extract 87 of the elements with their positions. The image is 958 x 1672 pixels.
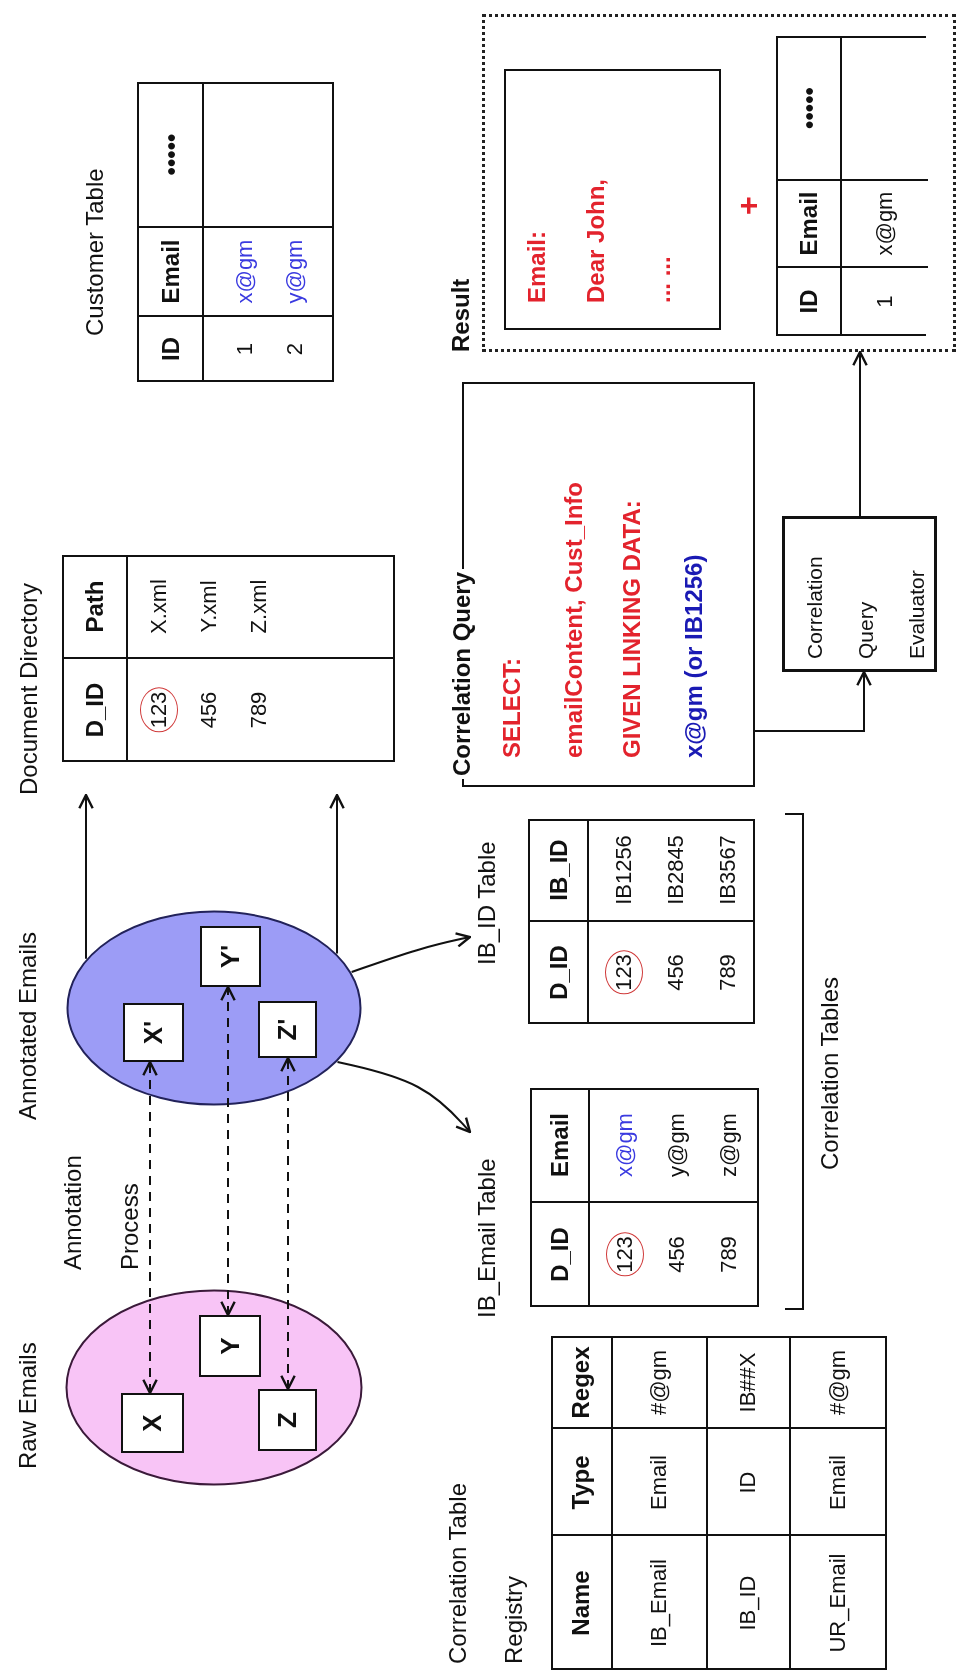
document-box bbox=[258, 1001, 317, 1058]
table-value: Email bbox=[644, 1455, 672, 1510]
table-value: IB2845 bbox=[662, 835, 689, 905]
arrow bbox=[329, 793, 345, 955]
table-value: Z.xml bbox=[245, 579, 272, 634]
table-value: 1 bbox=[231, 342, 258, 356]
arrow bbox=[336, 1061, 472, 1134]
arrow bbox=[852, 350, 868, 517]
table-value: y@gm bbox=[663, 1113, 690, 1177]
group-heading: Raw Emails bbox=[14, 1342, 42, 1469]
document-box bbox=[123, 1003, 184, 1062]
table-value: UR_Email bbox=[824, 1553, 851, 1653]
process-label: Correlation Query Evaluator bbox=[802, 555, 929, 659]
document-box bbox=[200, 926, 261, 987]
table-value: IB1256 bbox=[610, 835, 637, 905]
column-header: ••••• bbox=[795, 87, 823, 129]
group-heading: Annotated Emails bbox=[14, 931, 42, 1120]
column-header: Email bbox=[795, 191, 823, 256]
table-title: IB_Email Table bbox=[472, 1158, 501, 1318]
dashed-arrow bbox=[280, 1056, 296, 1391]
document-box bbox=[199, 1315, 261, 1377]
box-label: Z bbox=[272, 1412, 303, 1428]
table-value: #@gm bbox=[824, 1349, 851, 1416]
dashed-arrow bbox=[220, 985, 236, 1317]
box-label: Z' bbox=[272, 1018, 303, 1041]
table-value: 1 bbox=[871, 295, 898, 308]
table-value: X.xml bbox=[145, 579, 172, 634]
column-header: D_ID bbox=[546, 1227, 574, 1282]
arrow bbox=[78, 793, 94, 960]
column-header: IB_ID bbox=[544, 839, 573, 901]
table-value: #@gm bbox=[644, 1349, 672, 1416]
column-header: D_ID bbox=[544, 945, 573, 1000]
table-value: x@gm bbox=[231, 239, 258, 304]
column-header: D_ID bbox=[81, 682, 109, 738]
box-label: X' bbox=[138, 1020, 169, 1045]
column-header: Path bbox=[81, 580, 109, 633]
table-value: IB_ID bbox=[733, 1575, 761, 1631]
query-line: SELECT: bbox=[497, 658, 526, 758]
email-line: ... ... bbox=[647, 256, 676, 303]
query-line: GIVEN LINKING DATA: bbox=[617, 500, 646, 758]
dashed-arrow bbox=[142, 1060, 158, 1395]
table-value: 2 bbox=[281, 342, 308, 356]
email-card bbox=[504, 69, 721, 330]
table-value: 456 bbox=[662, 954, 689, 991]
document-box bbox=[258, 1389, 317, 1451]
document-box bbox=[121, 1393, 184, 1453]
box-label: X bbox=[137, 1414, 168, 1432]
table-title: Customer Table bbox=[80, 168, 109, 336]
column-header: ID bbox=[795, 289, 823, 314]
column-header: Email bbox=[156, 239, 185, 304]
query-line: x@gm (or IB1256) bbox=[679, 554, 708, 758]
query-line: emailContent, Cust_Info bbox=[559, 482, 588, 758]
column-header: Regex bbox=[567, 1346, 595, 1419]
column-header: ••••• bbox=[156, 133, 185, 176]
table-value: IB_Email bbox=[644, 1559, 672, 1647]
column-header: Type bbox=[567, 1455, 595, 1510]
column-header: Email bbox=[546, 1113, 574, 1177]
table-value: Email bbox=[824, 1455, 851, 1510]
table-value: ID bbox=[733, 1471, 761, 1494]
box-label: Y' bbox=[215, 944, 246, 969]
table-value: 456 bbox=[663, 1236, 690, 1273]
email-line: Email: bbox=[522, 230, 551, 303]
table-value: x@gm bbox=[611, 1113, 638, 1177]
column-header: Name bbox=[567, 1570, 595, 1636]
table-value: x@gm bbox=[871, 191, 898, 256]
plus-sign: + bbox=[729, 196, 767, 215]
table-value: 789 bbox=[245, 691, 272, 729]
table-title: IB_ID Table bbox=[472, 841, 501, 965]
table-value: z@gm bbox=[715, 1113, 742, 1177]
table-value: 789 bbox=[715, 1236, 742, 1273]
column-header: ID bbox=[156, 337, 185, 361]
table-value: Y.xml bbox=[195, 580, 222, 633]
arrow bbox=[754, 670, 872, 732]
email-line: Dear John, bbox=[581, 178, 610, 303]
table-title: Correlation Table Registry bbox=[443, 1482, 528, 1664]
table-value: y@gm bbox=[281, 239, 308, 304]
bracket-label: Correlation Tables bbox=[815, 977, 844, 1170]
process-box bbox=[782, 516, 937, 672]
table-value: IB3567 bbox=[714, 835, 741, 905]
table-value: IB##X bbox=[733, 1352, 761, 1413]
table-value: 789 bbox=[714, 954, 741, 991]
panel-heading: Result bbox=[446, 278, 475, 352]
arrow bbox=[350, 932, 472, 973]
process-label: Annotation Process bbox=[58, 1154, 144, 1270]
box-label: Y bbox=[214, 1337, 246, 1355]
table-value: 456 bbox=[195, 691, 222, 729]
table-title: Document Directory bbox=[14, 582, 43, 795]
